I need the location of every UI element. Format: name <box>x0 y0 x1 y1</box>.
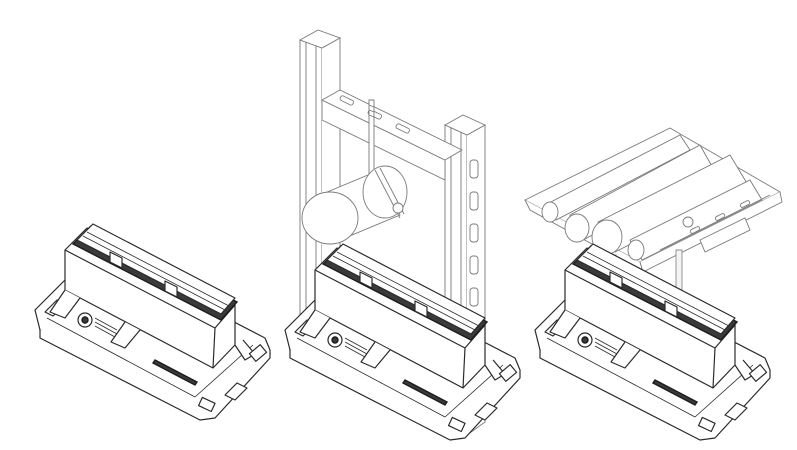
panel-strut-pipe <box>284 29 521 441</box>
cable-tray <box>524 127 783 273</box>
panel-tray-pipes <box>524 127 783 441</box>
panel-base <box>34 223 271 421</box>
pipe-with-clamp <box>301 165 408 245</box>
